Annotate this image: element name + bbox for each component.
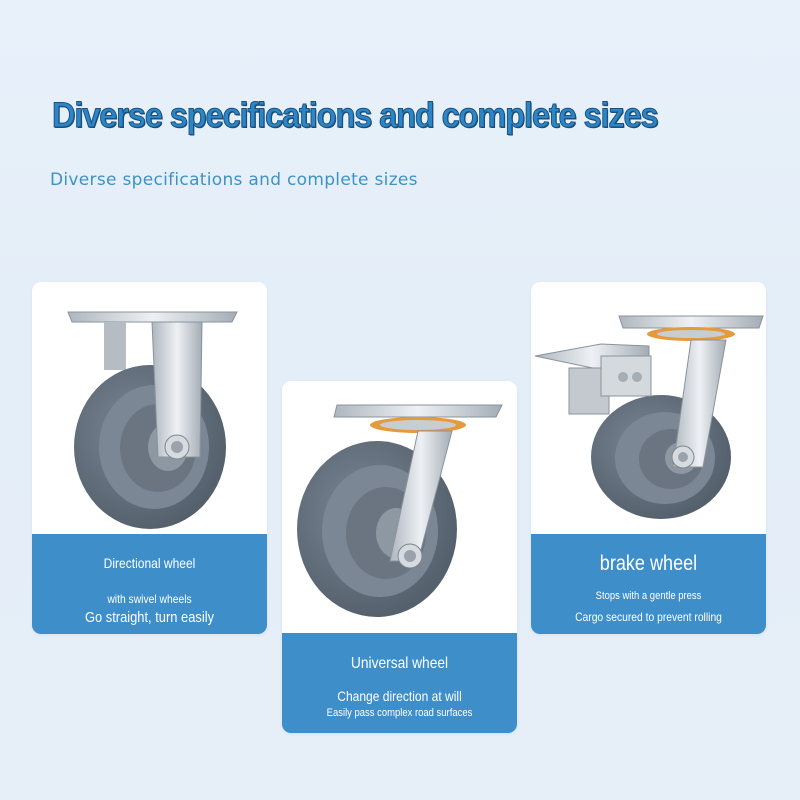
- card-caption: brake wheel Stops with a gentle press Ca…: [531, 534, 766, 634]
- card-caption: Directional wheel with swivel wheels Go …: [32, 534, 267, 634]
- product-card-brake-wheel: brake wheel Stops with a gentle press Ca…: [531, 282, 766, 634]
- card-line-2: Go straight, turn easily: [84, 609, 215, 626]
- page-title: Diverse specifications and complete size…: [52, 96, 660, 136]
- card-line-1: Stops with a gentle press: [595, 590, 702, 602]
- page-subtitle: Diverse specifications and complete size…: [50, 170, 418, 190]
- card-line-1: with swivel wheels: [107, 592, 192, 606]
- swivel-caster-wheel-icon: [282, 381, 517, 633]
- card-title: brake wheel: [599, 552, 698, 575]
- product-card-universal-wheel: Universal wheel Change direction at will…: [282, 381, 517, 733]
- product-card-directional-wheel: Directional wheel with swivel wheels Go …: [32, 282, 267, 634]
- card-title: Universal wheel: [350, 655, 449, 672]
- fixed-caster-wheel-icon: [32, 282, 267, 534]
- card-title: Directional wheel: [103, 555, 196, 571]
- card-line-2: Easily pass complex road surfaces: [326, 707, 473, 719]
- card-caption: Universal wheel Change direction at will…: [282, 633, 517, 733]
- card-line-1: Change direction at will: [337, 688, 462, 704]
- brake-caster-wheel-icon: [531, 282, 766, 534]
- card-line-2: Cargo secured to prevent rolling: [575, 610, 722, 624]
